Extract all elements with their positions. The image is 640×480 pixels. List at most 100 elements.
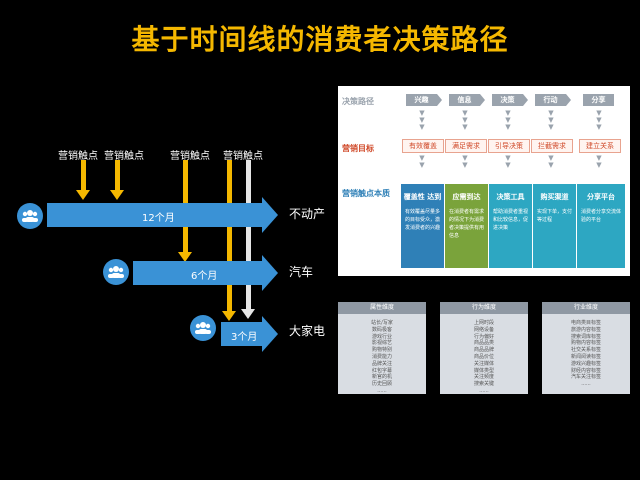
touchpoint-label-2: 营销触点 (104, 151, 144, 162)
duration-3m: 3个月 (231, 332, 258, 343)
down-chevron-icon: ▼▼ (596, 154, 602, 169)
down-chevron-icon: ▼▼▼ (505, 109, 511, 131)
goal-1: 有效覆盖 (402, 139, 444, 153)
card-line: ...... (479, 387, 489, 394)
essence-column-share: 分享平台 消费者分享交流体验的平台 (577, 184, 625, 268)
essence-column-purchase: 购买渠道 实现下单，支付等过程 (533, 184, 576, 268)
user-group-icon (103, 259, 129, 285)
user-group-icon (190, 315, 216, 341)
essence-column-decision-tool: 决策工具 帮助消费者重视和比较信息，促进决策 (489, 184, 532, 268)
card-lines: 电商类目标签 旅游内容标签 搜索词库标签 购物内容标签 社交关系标签 新闻阅读标… (542, 314, 630, 388)
down-chevron-icon: ▼▼ (505, 154, 511, 169)
touchpoint-arrowhead-2 (110, 190, 124, 200)
essence-column-head: 分享平台 (587, 193, 615, 201)
target-car: 汽车 (289, 265, 314, 279)
card-line: 红包字幕 (371, 367, 392, 374)
card-line: 财经内容标签 (570, 367, 601, 374)
card-line: 数码极客 (371, 326, 392, 333)
card-line: 电商类目标签 (570, 320, 601, 326)
stage-share: 分享 (583, 94, 614, 106)
stage-arrow (437, 94, 442, 106)
touchpoint-line-1 (81, 160, 86, 192)
card-line: 消费能力 (371, 353, 392, 360)
stage-decision: 决策 (492, 94, 523, 106)
decision-path-panel: 决策路径 营销目标 营销触点本质 兴趣 信息 决策 行动 分享 ▼▼▼ ▼▼▼ … (338, 86, 630, 276)
card-line: ...... (377, 387, 387, 394)
touchpoint-line-2 (115, 160, 120, 192)
stage-action: 行动 (535, 94, 566, 106)
white-line (246, 160, 251, 310)
touchpoint-arrowhead-1 (76, 190, 90, 200)
card-industry: 行业维度 电商类目标签 旅游内容标签 搜索词库标签 购物内容标签 社交关系标签 … (542, 302, 630, 394)
essence-column-coverage: 覆盖性 达到 有效覆盖尽量多的目标受众，激发消费者的兴趣 (401, 184, 444, 268)
card-line: 行为偏好 (473, 333, 494, 340)
row-label-essence: 营销触点本质 (342, 189, 390, 198)
touchpoint-label-4: 营销触点 (223, 151, 263, 162)
card-line: 站长/写家 (371, 320, 393, 326)
stage-arrow (566, 94, 571, 106)
goal-5: 建立关系 (579, 139, 621, 153)
card-line: 新闻阅读标签 (570, 353, 601, 360)
essence-column-body: 有效覆盖尽量多的目标受众，激发消费者的兴趣 (405, 209, 441, 231)
timeline-arrowhead-3m (262, 316, 278, 352)
row-label-goal: 营销目标 (342, 144, 374, 153)
card-line: 旅游内容标签 (570, 326, 601, 333)
touchpoint-arrowhead-3 (178, 252, 192, 262)
touchpoint-label-3: 营销触点 (170, 151, 210, 162)
down-chevron-icon: ▼▼ (462, 154, 468, 169)
card-line: 商品品类 (473, 340, 494, 347)
down-chevron-icon: ▼▼▼ (596, 109, 602, 131)
card-behavior: 行为维度 上网时段 网络设备 行为偏好 商品品类 商品品牌 商品价位 关注媒体 … (440, 302, 528, 394)
card-lines: 站长/写家 数码极客 游戏行业 影视综艺 购物特别 消费能力 品牌关注 红包字幕… (338, 314, 426, 395)
touchpoint-label-1: 营销触点 (58, 151, 98, 162)
row-label-path: 决策路径 (342, 97, 374, 106)
timeline-arrow-3m (221, 322, 262, 346)
goal-2: 满足需求 (445, 139, 487, 153)
target-real-estate: 不动产 (289, 207, 326, 221)
touchpoint-line-4 (227, 160, 232, 312)
down-chevron-icon: ▼▼▼ (548, 109, 554, 131)
card-line: 汽车关注标签 (570, 374, 601, 381)
essence-column-body: 实现下单，支付等过程 (537, 209, 573, 223)
stage-arrow (523, 94, 528, 106)
touchpoint-arrowhead-4 (222, 311, 236, 321)
card-line: 上网时段 (473, 320, 494, 326)
target-appliance: 大家电 (289, 324, 326, 338)
timeline-arrowhead-6m (262, 255, 278, 291)
card-line: 新官的机 (371, 374, 392, 381)
card-line: 购物特别 (371, 347, 392, 354)
card-line: ...... (581, 381, 591, 388)
white-arrowhead (241, 309, 255, 319)
duration-12m: 12个月 (142, 213, 175, 224)
down-chevron-icon: ▼▼▼ (419, 109, 425, 131)
down-chevron-icon: ▼▼▼ (462, 109, 468, 131)
stage-interest: 兴趣 (406, 94, 437, 106)
down-chevron-icon: ▼▼ (548, 154, 554, 169)
down-chevron-icon: ▼▼ (419, 154, 425, 169)
essence-column-head: 购买渠道 (540, 193, 569, 201)
card-line: 商品价位 (473, 353, 494, 360)
essence-column-on-demand: 应需到达 在消费者有需求的情况下为消费者决策提供有用信息 (445, 184, 488, 268)
card-attribute: 属性维度 站长/写家 数码极客 游戏行业 影视综艺 购物特别 消费能力 品牌关注… (338, 302, 426, 394)
timeline-arrow-6m (133, 261, 262, 285)
card-line: 网络设备 (473, 326, 494, 333)
card-line: 搜索词库标签 (570, 333, 601, 340)
card-title: 属性维度 (338, 302, 426, 314)
essence-column-body: 在消费者有需求的情况下为消费者决策提供有用信息 (449, 209, 485, 239)
card-line: 品牌关注 (371, 360, 392, 367)
card-line: 购物内容标签 (570, 340, 601, 347)
essence-column-head: 决策工具 (496, 193, 525, 201)
essence-column-head: 应需到达 (452, 193, 481, 201)
card-line: 游戏兴趣标签 (570, 360, 601, 367)
user-group-icon (17, 203, 43, 229)
essence-column-head: 覆盖性 达到 (403, 193, 442, 201)
card-line: 商品品牌 (473, 347, 494, 354)
card-title: 行业维度 (542, 302, 630, 314)
page-title: 基于时间线的消费者决策路径 (131, 23, 509, 56)
essence-column-body: 帮助消费者重视和比较信息，促进决策 (493, 209, 529, 231)
card-line: 游戏行业 (371, 333, 392, 340)
card-line: 关注媒体 (473, 360, 494, 367)
essence-column-body: 消费者分享交流体验的平台 (581, 209, 622, 223)
duration-6m: 6个月 (191, 271, 218, 282)
card-line: 社交关系标签 (570, 347, 601, 354)
